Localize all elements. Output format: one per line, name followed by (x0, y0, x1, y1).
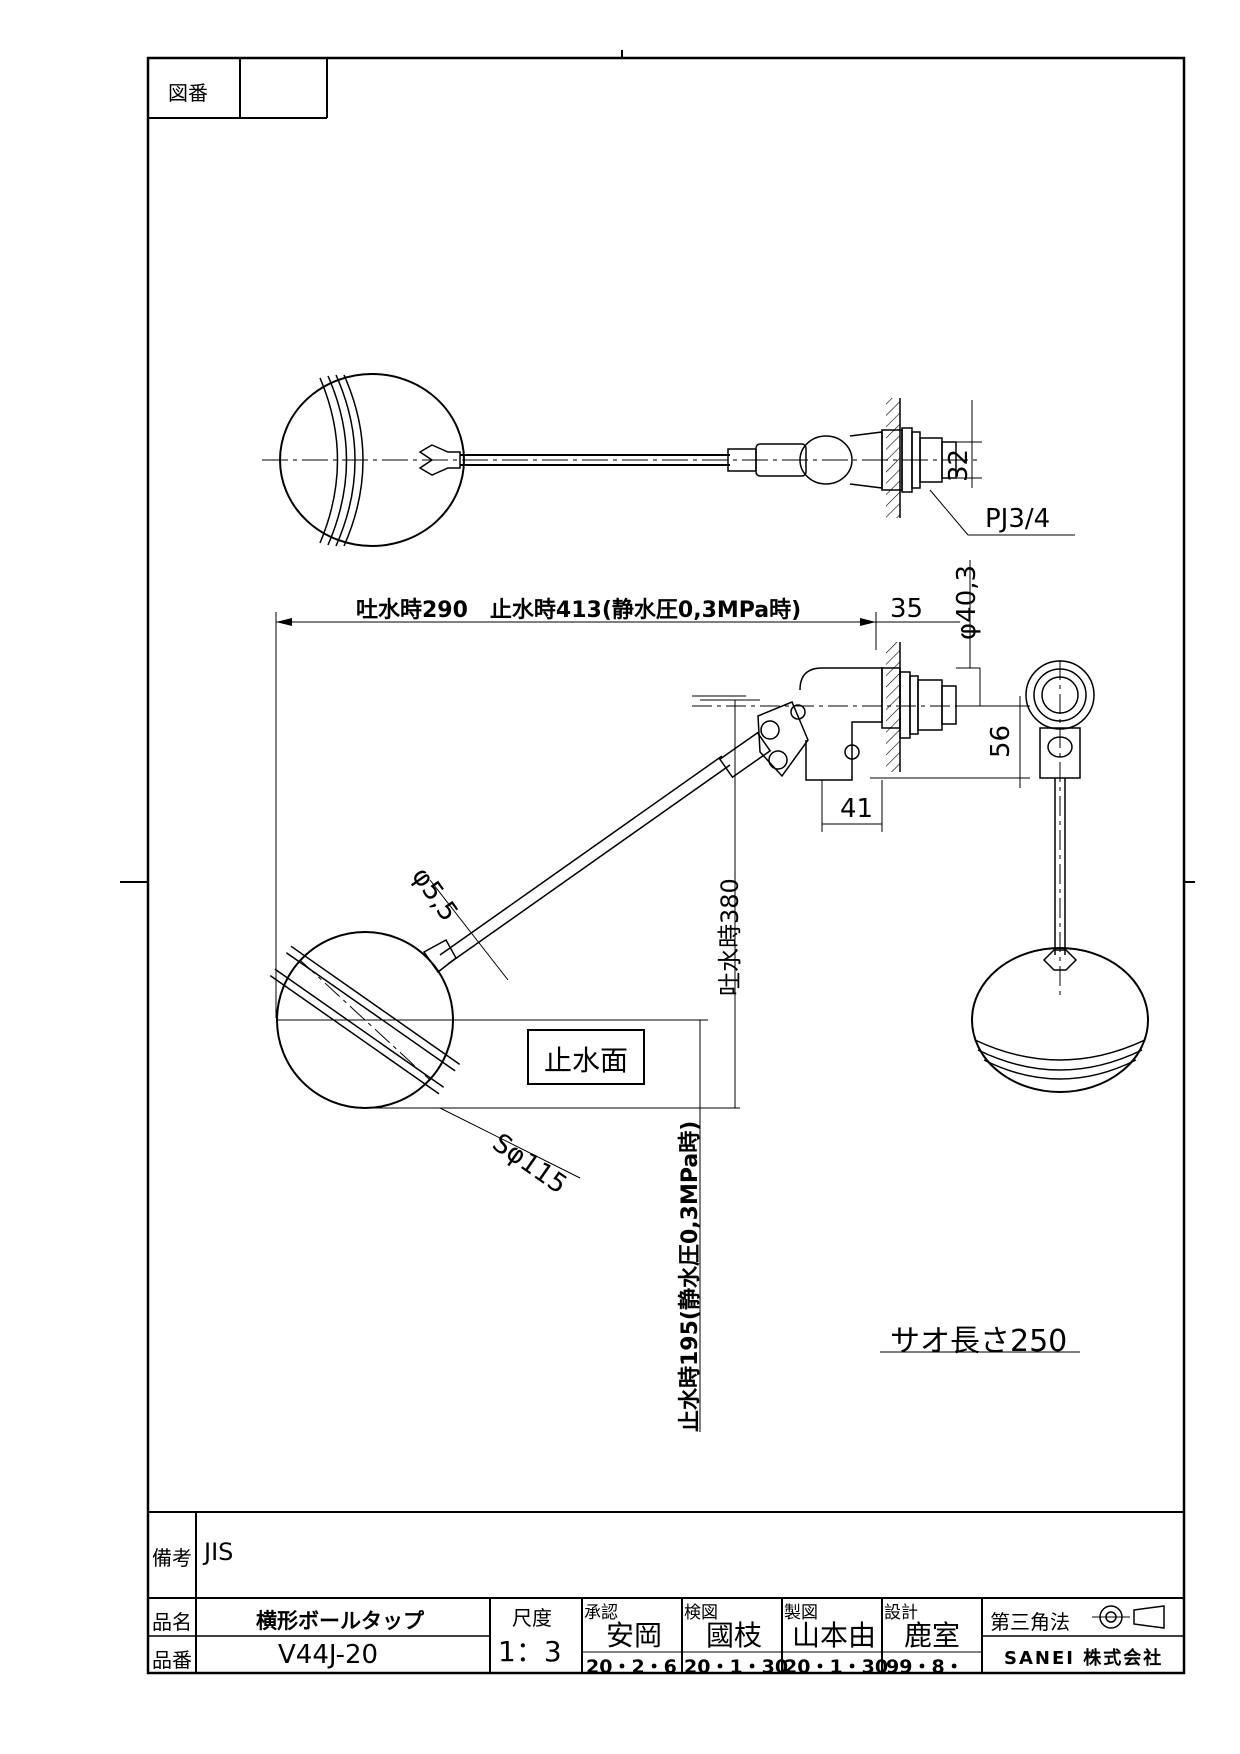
projection-label: 第三角法 (990, 1610, 1070, 1634)
product-name-label: 品名 (152, 1610, 192, 1634)
dim-phi40: φ40,3 (952, 564, 982, 640)
dim-380: 吐水時380 (716, 878, 744, 996)
scale-value: 1：3 (498, 1635, 562, 1668)
dim-35: 35 (890, 594, 924, 624)
stop-surface-box (527, 1029, 645, 1085)
draw-label: 製図 (784, 1603, 818, 1623)
remarks-label: 備考 (152, 1546, 192, 1570)
product-number-value: V44J-20 (278, 1640, 379, 1670)
dim-41: 41 (840, 794, 874, 824)
front-view (269, 560, 1030, 1432)
top-view (262, 373, 1075, 547)
approve-date: 20・2・6 (586, 1656, 677, 1678)
design-name: 鹿室 (904, 1619, 961, 1652)
approve-name: 安岡 (606, 1619, 663, 1652)
stop-surface-label: 止水面 (544, 1044, 629, 1077)
approve-label: 承認 (584, 1603, 618, 1623)
dim-top-length: 吐水時290 止水時413(静水圧0,3MPa時) (356, 598, 802, 623)
remarks-value: JIS (204, 1538, 234, 1566)
check-date: 20・1・30 (684, 1656, 789, 1678)
scale-label: 尺度 (512, 1606, 552, 1630)
draw-date: 20・1・30 (784, 1656, 889, 1678)
check-name: 國枝 (706, 1619, 763, 1652)
design-label: 設計 (884, 1603, 918, 1623)
company-name: SANEI 株式会社 (1004, 1648, 1164, 1669)
check-label: 検図 (684, 1603, 718, 1623)
side-view (971, 660, 1149, 1093)
outer-frame (146, 56, 1186, 1675)
draw-name: 山本由 (792, 1619, 877, 1652)
dim-32: 32 (944, 448, 974, 482)
dim-56: 56 (986, 724, 1016, 758)
title-block (148, 1511, 1184, 1673)
dim-pj: PJ3/4 (985, 504, 1051, 534)
rod-length-label: サオ長さ250 (890, 1324, 1068, 1359)
product-name-value: 横形ボールタップ (256, 1609, 424, 1633)
drawing-number-label: 図番 (168, 81, 208, 105)
dim-195: 止水時195(静水圧0,3MPa時) (678, 1120, 703, 1432)
projection-cone-icon (1133, 1605, 1165, 1629)
design-date: 99・8・ (886, 1656, 964, 1678)
product-number-label: 品番 (152, 1648, 192, 1672)
